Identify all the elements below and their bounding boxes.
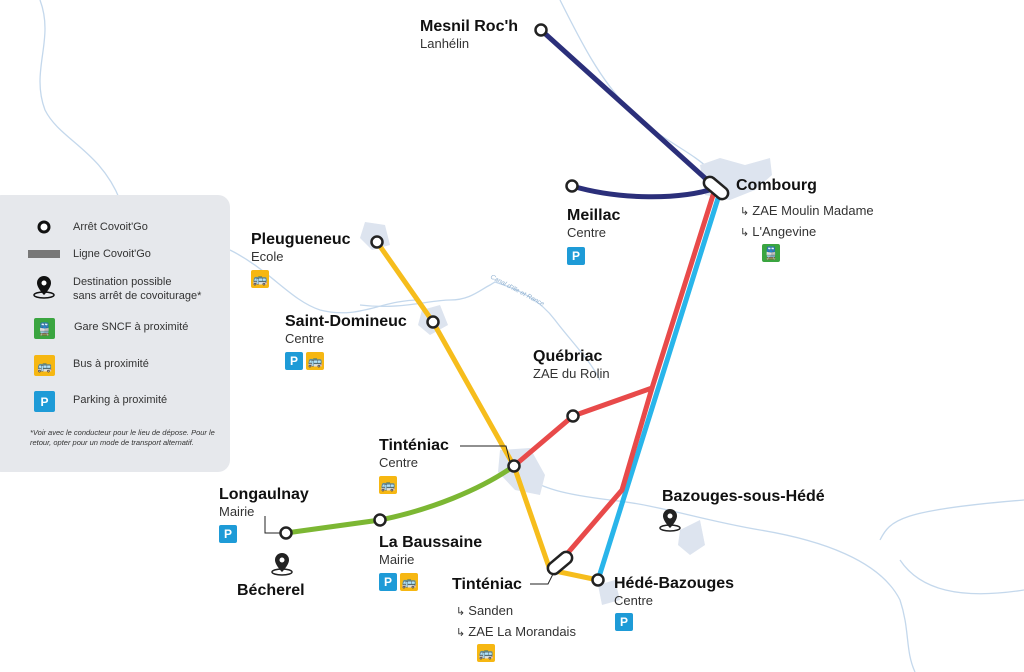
parking-icon: P	[219, 525, 237, 543]
train-icon: 🚆	[762, 244, 780, 262]
legend-label: sans arrêt de covoiturage*	[73, 290, 202, 302]
stop-sub: ZAE du Rolin	[533, 366, 610, 381]
bus-icon: 🚌	[251, 270, 269, 288]
legend-label: Destination possible	[73, 276, 172, 288]
river	[899, 559, 1024, 595]
destination: ZAE La Morandais	[468, 624, 576, 639]
leader-line	[264, 516, 283, 534]
stop-sub: Centre	[285, 331, 325, 346]
parking-icon: P	[285, 352, 303, 370]
pin-becherel-icon	[271, 553, 293, 576]
line-blue	[595, 189, 723, 583]
legend-label: Parking à proximité	[73, 394, 168, 406]
pin-bazouges-icon	[659, 509, 681, 532]
stop-sub: Mairie	[379, 552, 415, 567]
stop-mesnil[interactable]	[534, 23, 548, 37]
stop-sub: Centre	[614, 593, 654, 608]
legend-label: Bus à proximité	[73, 358, 149, 370]
destination: ZAE Moulin Madame	[752, 203, 874, 218]
leader-line	[460, 445, 511, 463]
bus-icon: 🚌	[306, 352, 324, 370]
town-hede	[598, 580, 620, 605]
stop-name: Longaulnay	[219, 486, 309, 503]
stop-name: Bécherel	[237, 582, 305, 599]
stop-saint-domineuc[interactable]	[426, 315, 440, 329]
parking-icon: P	[34, 391, 55, 412]
canal	[359, 281, 601, 381]
lines	[283, 27, 723, 583]
bus-icon: 🚌	[379, 476, 397, 494]
stop-meillac[interactable]	[565, 179, 579, 193]
bus-icon: 🚌	[477, 644, 495, 662]
line-navy	[538, 27, 719, 191]
parking-icon: P	[379, 573, 397, 591]
stop-longaulnay[interactable]	[279, 526, 293, 540]
destination: Sanden	[468, 603, 514, 618]
stop-name: Pleugueneuc	[251, 231, 351, 248]
station-combourg[interactable]	[701, 174, 730, 201]
stop-la-baussaine[interactable]	[373, 513, 387, 527]
river	[559, 0, 711, 171]
stop-name: Mesnil Roc'h	[420, 18, 519, 35]
destination: L'Angevine	[752, 224, 817, 239]
stops	[279, 23, 730, 587]
stop-name: Hédé-Bazouges	[614, 575, 735, 592]
train-icon: 🚆	[34, 318, 55, 339]
stop-circle-icon	[37, 220, 51, 234]
legend-note: *Voir avec le conducteur pour le lieu de…	[30, 428, 215, 447]
stop-name: Tinténiac	[452, 576, 522, 593]
stop-pleugueneuc[interactable]	[370, 235, 384, 249]
stop-name: Combourg	[736, 177, 817, 194]
river	[879, 499, 1024, 541]
stop-sub: Ecole	[251, 249, 284, 264]
legend-label: Arrêt Covoit'Go	[73, 221, 148, 233]
stop-sub: Centre	[379, 455, 419, 470]
canal-label: Canal d'Ille et Rance	[489, 274, 545, 308]
legend-label: Ligne Covoit'Go	[73, 248, 151, 260]
stop-sub: Mairie	[219, 504, 255, 519]
stop-name: Saint-Domineuc	[285, 313, 407, 330]
line-green	[283, 463, 517, 536]
stop-quebriac[interactable]	[566, 409, 580, 423]
line-bar-icon	[28, 250, 60, 258]
stop-name: Meillac	[567, 207, 621, 224]
stop-name: Bazouges-sous-Hédé	[662, 488, 825, 505]
legend-label: Gare SNCF à proximité	[74, 321, 189, 333]
line-navy-meillac	[569, 183, 719, 200]
line-yellow	[374, 239, 601, 583]
stop-hede[interactable]	[591, 573, 605, 587]
bus-icon: 🚌	[34, 355, 55, 376]
map-pin-icon	[33, 276, 55, 299]
stop-name: Québriac	[533, 348, 603, 365]
line-red	[557, 189, 717, 565]
stop-sub: Lanhélin	[420, 36, 470, 51]
stop-sub: Centre	[567, 225, 607, 240]
river	[514, 469, 916, 672]
lake	[678, 520, 705, 555]
parking-icon: P	[615, 613, 633, 631]
legend-icons	[28, 220, 60, 299]
stop-name: Tinténiac	[379, 437, 449, 454]
stop-tinteniac-centre[interactable]	[507, 459, 521, 473]
stop-name: La Baussaine	[379, 534, 483, 551]
parking-icon: P	[567, 247, 585, 265]
station-tinteniac[interactable]	[545, 549, 574, 576]
river	[39, 0, 121, 201]
bus-icon: 🚌	[400, 573, 418, 591]
